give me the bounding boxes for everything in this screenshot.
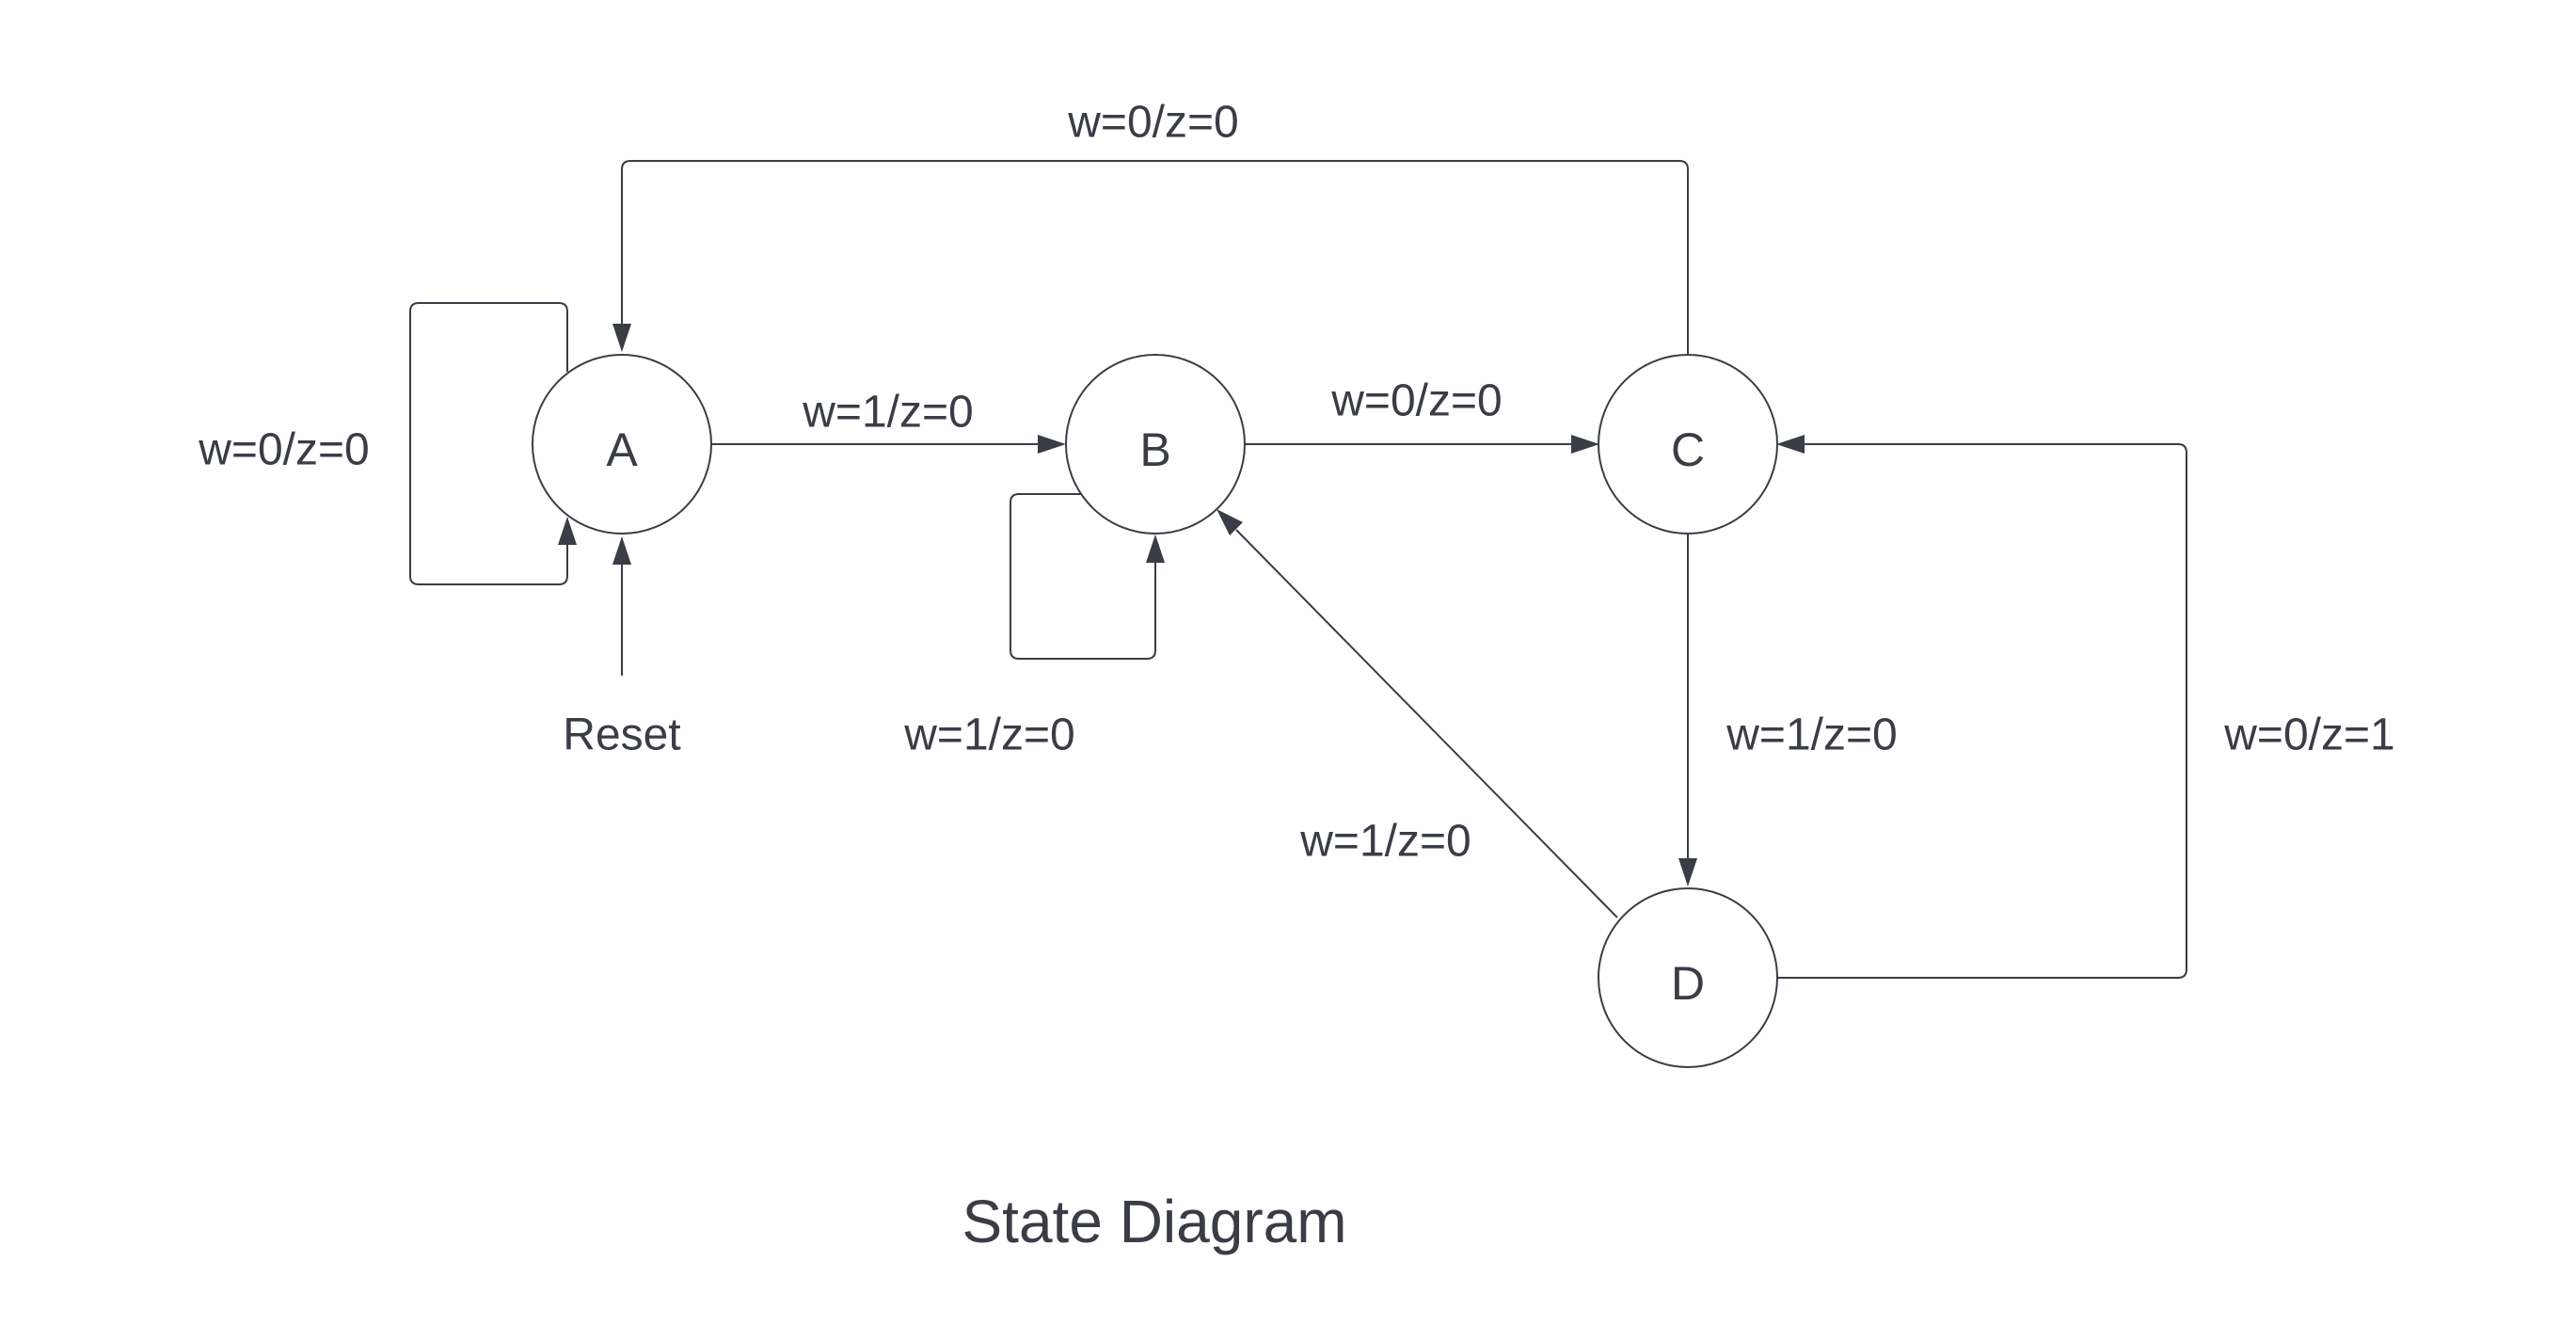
- label-d-to-b: w=1/z=0: [1299, 817, 1471, 867]
- edge-a-to-a: [409, 302, 568, 585]
- state-a: A: [532, 354, 712, 535]
- state-b-label: B: [1139, 423, 1170, 476]
- label-c-to-d: w=1/z=0: [1725, 710, 1897, 760]
- state-d: D: [1598, 887, 1778, 1068]
- arrowhead-c-to-a: [612, 324, 631, 352]
- edge-d-to-b: [1235, 529, 1618, 918]
- state-c-label: C: [1671, 423, 1705, 476]
- state-a-label: A: [606, 423, 638, 476]
- arrowhead-c-to-d: [1678, 858, 1697, 886]
- state-d-label: D: [1671, 957, 1705, 1010]
- edge-d-to-c: [1777, 443, 2187, 979]
- transition-labels: w=0/z=0 w=1/z=0 w=1/z=0 w=0/z=0 w=0/z=0 …: [198, 98, 2394, 867]
- arrowhead-reset-to-a: [612, 536, 631, 565]
- arrowhead-b-to-c: [1571, 435, 1599, 454]
- state-b: B: [1065, 354, 1246, 535]
- label-a-to-a: w=0/z=0: [198, 425, 369, 475]
- state-c: C: [1598, 354, 1778, 535]
- label-c-to-a: w=0/z=0: [1067, 98, 1238, 148]
- transition-edges: [409, 160, 2187, 979]
- label-a-to-b: w=1/z=0: [802, 388, 973, 438]
- arrowhead-a-to-b: [1038, 435, 1066, 454]
- edge-b-to-b: [1010, 493, 1156, 660]
- states: A B C D: [532, 354, 1778, 1068]
- arrowhead-b-to-b: [1146, 535, 1165, 563]
- state-d-circle: [1598, 887, 1778, 1068]
- state-c-circle: [1598, 354, 1778, 535]
- arrowhead-d-to-b: [1216, 509, 1243, 535]
- label-reset: Reset: [563, 710, 680, 760]
- label-b-to-c: w=0/z=0: [1330, 376, 1502, 426]
- label-b-to-b: w=1/z=0: [903, 710, 1074, 760]
- diagram-title: State Diagram: [962, 1188, 1346, 1255]
- state-b-circle: [1065, 354, 1246, 535]
- arrowhead-a-to-a: [558, 517, 577, 545]
- arrowhead-d-to-c: [1776, 435, 1805, 454]
- label-d-to-c: w=0/z=1: [2223, 710, 2394, 760]
- state-a-circle: [532, 354, 712, 535]
- edge-c-to-a: [621, 160, 1689, 355]
